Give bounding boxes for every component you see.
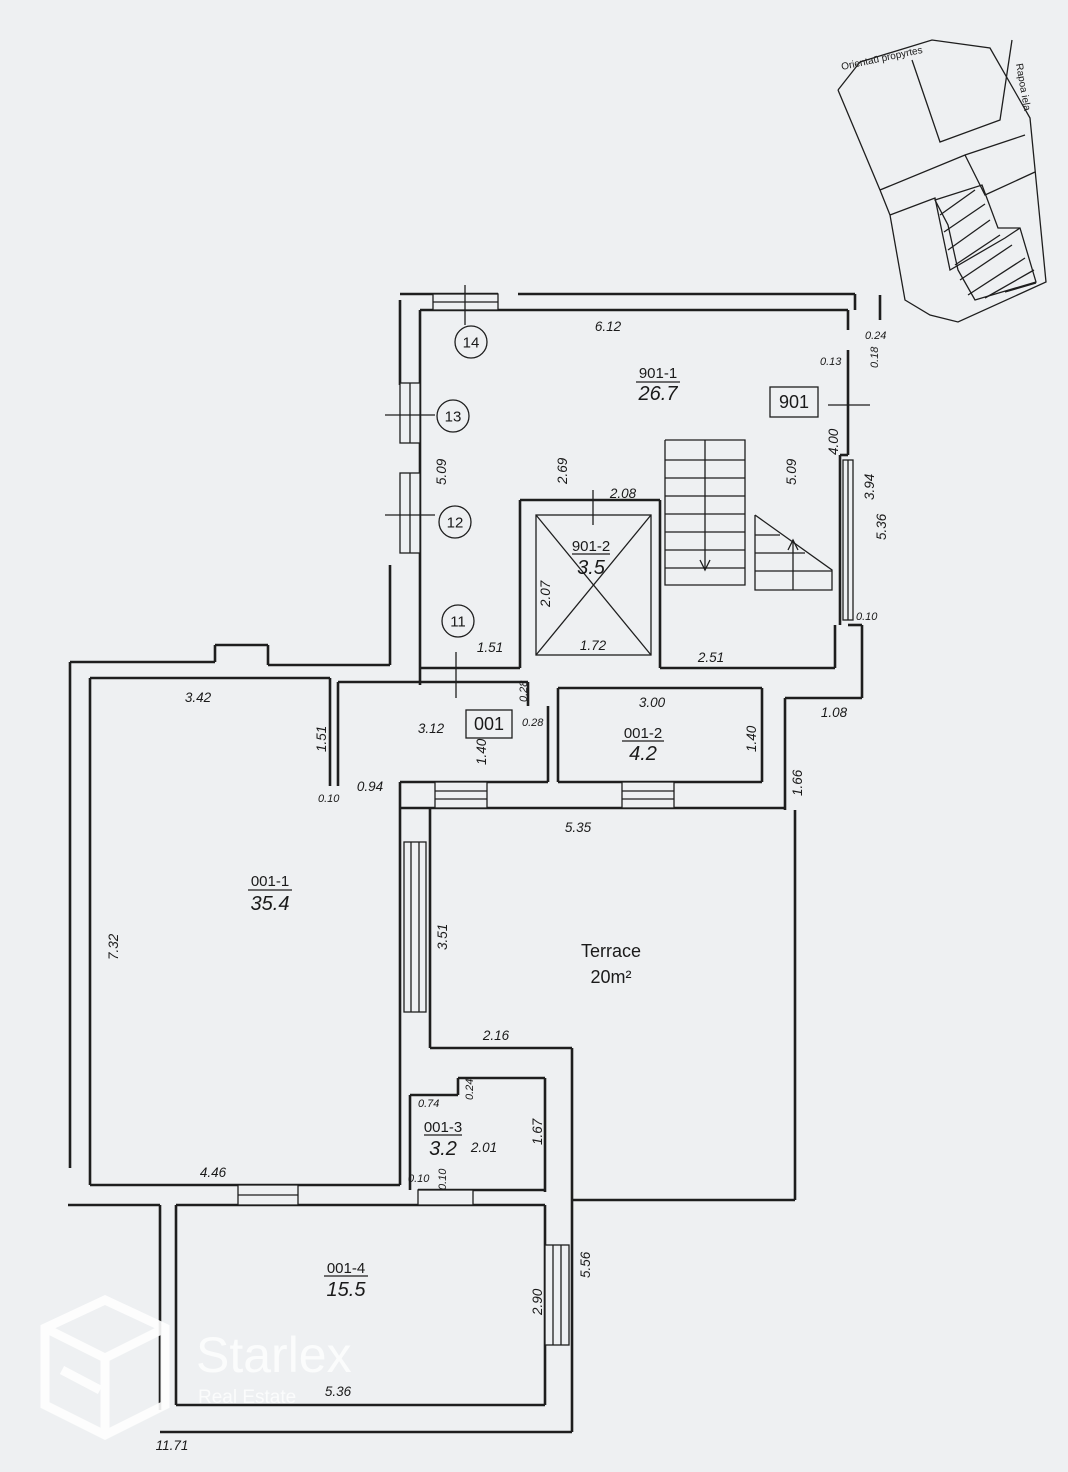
grid-marker-13: 13 [445, 409, 462, 426]
dimension: 3.00 [639, 695, 666, 710]
windows [237, 293, 854, 1346]
unit-labels: 901 001 [465, 386, 819, 739]
dimension: 2.01 [470, 1140, 497, 1155]
dimension: 0.74 [418, 1098, 439, 1110]
dimension: 5.35 [565, 820, 592, 835]
unit-label-001: 001 [474, 714, 504, 734]
elevator-shaft [535, 514, 652, 656]
dimension: 0.28 [522, 717, 544, 729]
dimension: 5.36 [874, 513, 889, 540]
dimension: 5.09 [784, 458, 799, 485]
dimension: 1.08 [821, 705, 848, 720]
terrace-area: 20m² [590, 967, 631, 987]
dimension: 1.67 [530, 1118, 545, 1145]
room-area-001-4: 15.5 [327, 1279, 367, 1301]
room-id-001-2: 001-2 [624, 725, 662, 742]
dimension: 5.56 [578, 1251, 593, 1278]
room-area-901-2: 3.5 [577, 557, 606, 579]
dimension: 3.51 [435, 924, 450, 950]
watermark-brand: Starlex [196, 1327, 352, 1383]
dimension: 1.51 [477, 640, 503, 655]
room-id-001-3: 001-3 [424, 1119, 462, 1136]
dimension: 6.12 [595, 319, 622, 334]
room-id-001-4: 001-4 [327, 1260, 365, 1277]
room-id-001-1: 001-1 [251, 873, 289, 890]
room-area-901-1: 26.7 [638, 383, 679, 405]
dimension: 1.40 [474, 738, 489, 765]
dimension: 5.36 [325, 1384, 352, 1399]
dimension: 0.10 [856, 611, 878, 623]
dimension: 4.00 [826, 428, 841, 455]
street-name-top: Orientaū propyrtes [840, 45, 923, 73]
dimension: 0.24 [865, 330, 886, 342]
grid-markers: 14 13 12 11 [436, 325, 488, 638]
dimension: 2.90 [530, 1288, 545, 1316]
hatched-unit-area [939, 189, 1037, 299]
watermark: Starlex Real Estate [40, 1295, 352, 1441]
dimension: 0.28 [518, 680, 530, 702]
dimension: 2.16 [482, 1028, 510, 1043]
staircase [664, 439, 833, 591]
dimension: 0.18 [869, 346, 881, 368]
dimension: 0.10 [408, 1173, 430, 1185]
dimension: 1.72 [580, 638, 607, 653]
dimension-lines [385, 285, 870, 698]
location-map: Orientaū propyrtes Rapoa iela [837, 39, 1047, 323]
street-name-right: Rapoa iela [1013, 63, 1032, 112]
dimension: 0.13 [820, 356, 842, 368]
room-id-901-2: 901-2 [572, 538, 610, 555]
dimension: 1.51 [314, 726, 329, 752]
dimension: 0.94 [357, 779, 383, 794]
dimension: 0.10 [437, 1168, 449, 1190]
walls [68, 292, 882, 1434]
unit-label-901: 901 [779, 392, 809, 412]
dimension: 1.66 [790, 769, 805, 796]
grid-marker-14: 14 [463, 335, 480, 352]
terrace-label: Terrace [581, 941, 641, 961]
dimension: 2.08 [609, 486, 637, 501]
dimension: 3.94 [862, 474, 877, 500]
dimension: 5.09 [434, 458, 449, 485]
dimension: 3.12 [418, 721, 445, 736]
dimension: 1.40 [744, 725, 759, 752]
dimensions: 6.12 0.24 0.13 0.18 4.00 3.94 5.36 0.10 … [106, 319, 889, 1453]
starlex-logo-icon [40, 1295, 170, 1441]
room-area-001-1: 35.4 [251, 893, 290, 915]
dimension: 2.69 [555, 457, 570, 485]
room-labels: 901-1 26.7 901-2 3.5 001-1 35.4 001-2 4.… [248, 365, 680, 1301]
watermark-tagline: Real Estate [198, 1387, 296, 1408]
grid-marker-12: 12 [447, 515, 464, 532]
dimension: 2.07 [538, 580, 553, 608]
dimension: 11.71 [156, 1438, 189, 1453]
room-area-001-3: 3.2 [429, 1138, 457, 1160]
dimension: 0.24 [464, 1079, 476, 1100]
room-area-001-2: 4.2 [629, 743, 657, 765]
dimension: 2.51 [697, 650, 724, 665]
dimension: 7.32 [106, 933, 121, 960]
dimension: 0.10 [318, 793, 340, 805]
room-id-901-1: 901-1 [639, 365, 677, 382]
dimension: 4.46 [200, 1165, 227, 1180]
grid-marker-11: 11 [450, 614, 466, 631]
dimension: 3.42 [185, 690, 212, 705]
